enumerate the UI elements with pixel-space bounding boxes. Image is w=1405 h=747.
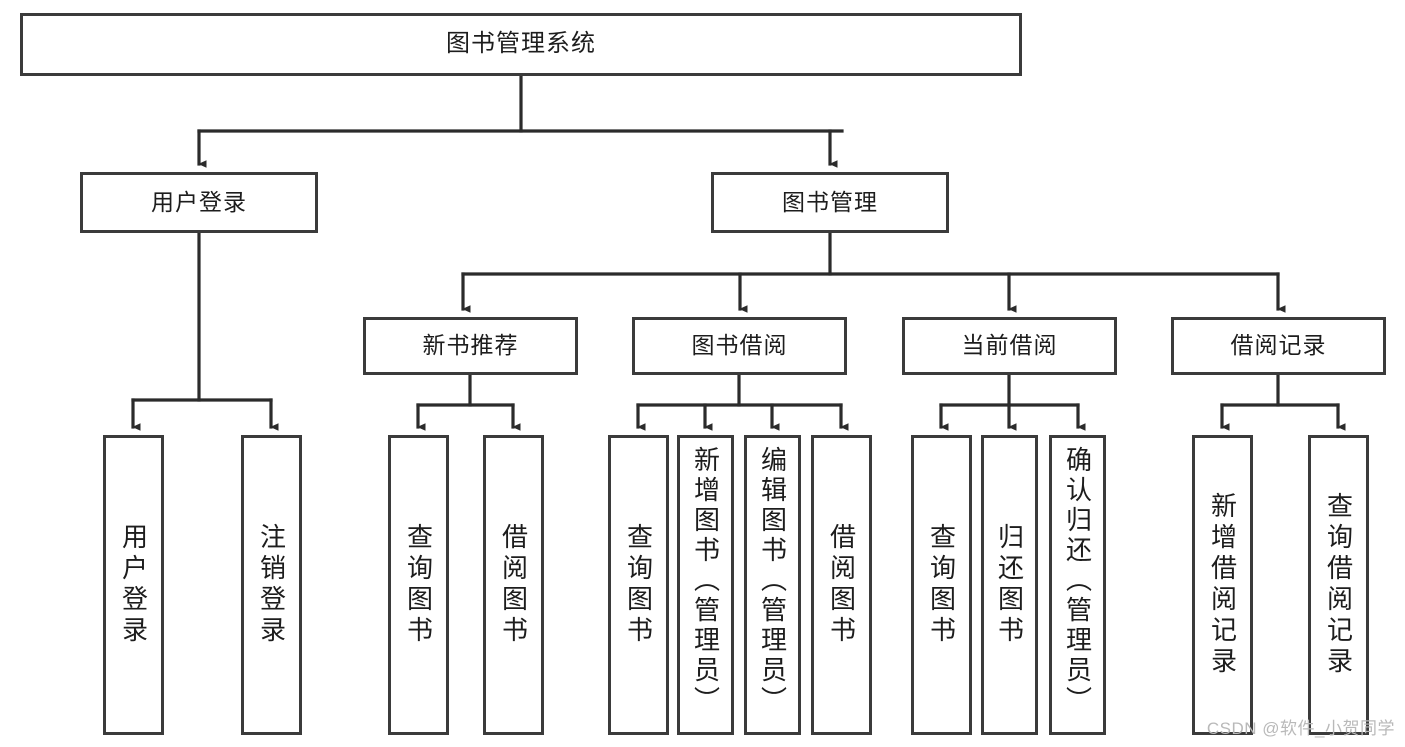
node-user-login[interactable]: 用户登录: [80, 172, 318, 233]
leaf-borrow-book-a[interactable]: 借阅图书: [483, 435, 544, 735]
node-borrow-record-label: 借阅记录: [1230, 332, 1327, 359]
leaf-query-book-b[interactable]: 查询图书: [608, 435, 669, 735]
leaf-query-book-c-label: 查询图书: [926, 523, 957, 647]
leaf-query-borrow-record-label: 查询借阅记录: [1323, 492, 1354, 678]
leaf-logout[interactable]: 注销登录: [241, 435, 302, 735]
leaf-logout-label: 注销登录: [256, 523, 287, 647]
leaf-query-book-c[interactable]: 查询图书: [911, 435, 972, 735]
leaf-query-book-a[interactable]: 查询图书: [388, 435, 449, 735]
node-borrow-record[interactable]: 借阅记录: [1171, 317, 1386, 375]
leaf-return-book-label: 归还图书: [994, 523, 1025, 647]
leaf-add-borrow-record-label: 新增借阅记录: [1207, 492, 1238, 678]
node-book-management[interactable]: 图书管理: [711, 172, 949, 233]
node-new-book-recommendation[interactable]: 新书推荐: [363, 317, 578, 375]
leaf-add-borrow-record[interactable]: 新增借阅记录: [1192, 435, 1253, 735]
node-book-borrow[interactable]: 图书借阅: [632, 317, 847, 375]
leaf-query-book-b-label: 查询图书: [623, 523, 654, 647]
watermark: CSDN @软件_小贺同学: [1206, 719, 1395, 738]
leaf-return-book[interactable]: 归还图书: [981, 435, 1038, 735]
leaf-query-book-a-label: 查询图书: [403, 523, 434, 647]
node-new-book-recommendation-label: 新书推荐: [422, 332, 519, 359]
leaf-add-book[interactable]: 新增图书（管理员）: [677, 435, 734, 735]
node-current-borrow-label: 当前借阅: [961, 332, 1058, 359]
node-current-borrow[interactable]: 当前借阅: [902, 317, 1117, 375]
leaf-borrow-book-a-label: 借阅图书: [498, 523, 529, 647]
leaf-query-borrow-record[interactable]: 查询借阅记录: [1308, 435, 1369, 735]
leaf-borrow-book-b[interactable]: 借阅图书: [811, 435, 872, 735]
leaf-add-book-label: 新增图书（管理员）: [690, 446, 721, 716]
leaf-confirm-return-label: 确认归还（管理员）: [1062, 446, 1093, 716]
leaf-edit-book-label: 编辑图书（管理员）: [757, 446, 788, 716]
node-book-management-label: 图书管理: [782, 188, 878, 215]
node-book-borrow-label: 图书借阅: [691, 332, 788, 359]
node-root-label: 图书管理系统: [446, 30, 596, 58]
node-root[interactable]: 图书管理系统: [20, 13, 1022, 76]
leaf-user-login[interactable]: 用户登录: [103, 435, 164, 735]
leaf-user-login-label: 用户登录: [118, 523, 149, 647]
leaf-confirm-return[interactable]: 确认归还（管理员）: [1049, 435, 1106, 735]
leaf-borrow-book-b-label: 借阅图书: [826, 523, 857, 647]
leaf-edit-book[interactable]: 编辑图书（管理员）: [744, 435, 801, 735]
node-user-login-label: 用户登录: [151, 188, 247, 215]
